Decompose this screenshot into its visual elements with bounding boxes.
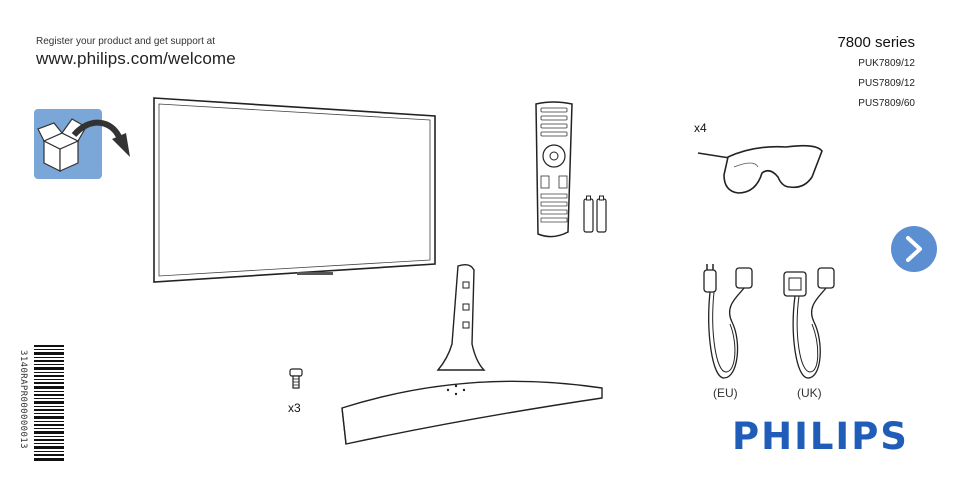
support-url[interactable]: www.philips.com/welcome — [36, 49, 236, 68]
screws-quantity: x3 — [288, 401, 301, 415]
eu-plug-label: (EU) — [713, 386, 738, 400]
stand-neck-illustration — [434, 262, 486, 374]
3d-glasses-illustration — [694, 137, 826, 199]
register-text: Register your product and get support at — [36, 36, 215, 47]
batteries-illustration — [582, 195, 610, 235]
remote-control-illustration — [528, 100, 578, 242]
glasses-quantity: x4 — [694, 121, 707, 135]
stand-base-illustration — [338, 368, 608, 448]
eu-power-cord-illustration — [698, 262, 760, 386]
uk-plug-label: (UK) — [797, 386, 822, 400]
tv-screen-illustration — [152, 96, 437, 286]
barcode — [34, 345, 64, 461]
philips-logo: PHILIPS — [732, 415, 909, 458]
chevron-right-icon — [906, 236, 922, 262]
uk-power-cord-illustration — [780, 262, 842, 386]
next-page-button[interactable] — [891, 226, 937, 272]
model-number: PUK7809/12 — [858, 58, 915, 69]
unbox-icon — [34, 109, 134, 179]
barcode-number: 3140RAPR000000013 — [18, 350, 28, 449]
model-number: PUS7809/60 — [858, 98, 915, 109]
screw-icon — [289, 368, 303, 390]
model-number: PUS7809/12 — [858, 78, 915, 89]
series-title: 7800 series — [837, 34, 915, 51]
logo-text: PHILIPS — [732, 415, 909, 458]
